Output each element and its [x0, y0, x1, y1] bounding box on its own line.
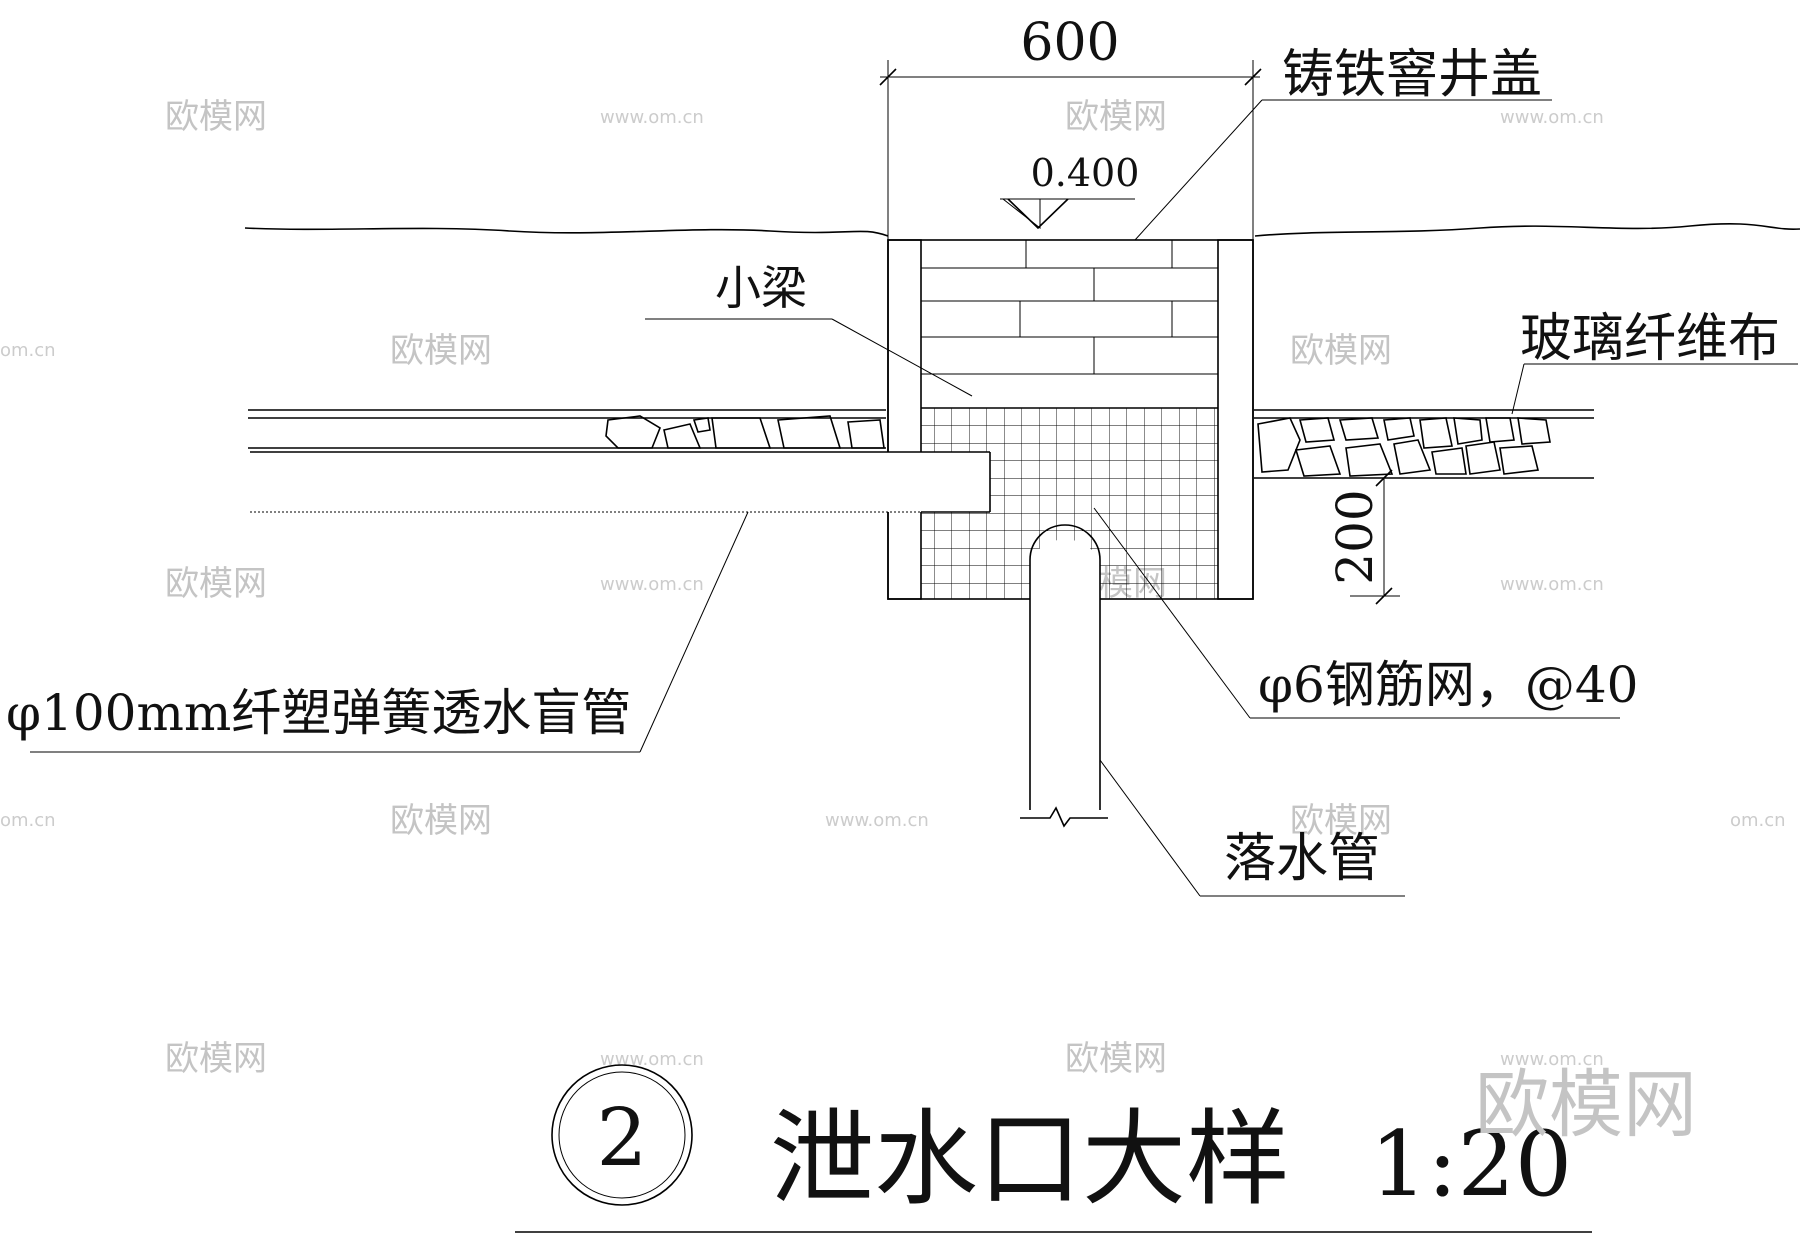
- gravel-right: [1257, 417, 1551, 477]
- downpipe: [1020, 524, 1108, 828]
- ground-surface-right: [1254, 223, 1800, 237]
- label-rebar-mesh: φ6钢筋网，@40: [1093, 507, 1638, 719]
- dimension-200-text: 200: [1326, 489, 1384, 584]
- watermark-site: www.om.cn: [1500, 1049, 1604, 1070]
- title-circle-inner: [558, 1071, 686, 1199]
- label-fabric: 玻璃纤维布: [1511, 309, 1798, 415]
- title-name: 泄水口大样: [770, 1098, 1290, 1220]
- label-blind-pipe: φ100mm纤塑弹簧透水盲管: [6, 511, 749, 753]
- watermark-layer: 欧模网 www.om.cn 欧模网 www.om.cn om.cn 欧模网 欧模…: [0, 97, 1786, 1079]
- title-scale: 1:20: [1370, 1112, 1572, 1217]
- label-beam: 小梁: [645, 261, 973, 397]
- watermark-brand: 欧模网: [1065, 97, 1167, 137]
- watermark-site: om.cn: [1730, 810, 1786, 831]
- dimension-200: 200: [1326, 469, 1400, 605]
- watermark-site: om.cn: [0, 340, 56, 361]
- brick-courses: [921, 240, 1218, 409]
- title-circle-outer: [551, 1064, 693, 1206]
- dimension-600-text: 600: [1020, 13, 1119, 73]
- elevation-text: 0.400: [1031, 151, 1140, 195]
- ground-surface-left: [244, 227, 889, 237]
- gravel-left: [605, 415, 885, 449]
- watermark-site: www.om.cn: [825, 810, 929, 831]
- watermark-brand: 欧模网: [1065, 1039, 1167, 1079]
- pit-wall-right: [1217, 239, 1254, 600]
- watermark-brand: 欧模网: [390, 801, 492, 841]
- left-pavement-layers: [248, 409, 886, 449]
- watermark-site: www.om.cn: [600, 574, 704, 595]
- pit-wall-left: [887, 239, 922, 600]
- watermark-site: om.cn: [0, 810, 56, 831]
- watermark-brand: 欧模网: [165, 97, 267, 137]
- watermark-brand: 欧模网: [165, 564, 267, 604]
- right-pavement-layers: [1254, 409, 1594, 479]
- watermark-site: www.om.cn: [600, 1049, 704, 1070]
- watermark-site: www.om.cn: [1500, 107, 1604, 128]
- watermark-brand-large: 欧模网: [1475, 1062, 1697, 1148]
- watermark-brand: 欧模网: [165, 1039, 267, 1079]
- downpipe-label: 落水管: [1224, 829, 1380, 889]
- watermark-brand: 欧模网: [390, 331, 492, 371]
- label-cover: 铸铁窨井盖: [1134, 45, 1552, 241]
- title-number: 2: [597, 1091, 648, 1184]
- label-downpipe: 落水管: [1099, 759, 1405, 897]
- fabric-label: 玻璃纤维布: [1520, 309, 1780, 369]
- drawing-title: 2 泄水口大样 1:20: [515, 1064, 1592, 1233]
- watermark-brand: 欧模网: [1290, 331, 1392, 371]
- blind-pipe: [250, 451, 991, 513]
- elevation-mark: 0.400: [1000, 151, 1140, 230]
- rebar-mesh-label: φ6钢筋网，@40: [1258, 656, 1638, 714]
- watermark-site: www.om.cn: [1500, 574, 1604, 595]
- beam-label: 小梁: [715, 261, 807, 315]
- dimension-600: 600: [879, 13, 1262, 240]
- blind-pipe-label: φ100mm纤塑弹簧透水盲管: [6, 684, 631, 742]
- watermark-site: www.om.cn: [600, 107, 704, 128]
- watermark-brand: 欧模网: [1290, 801, 1392, 841]
- cover-label: 铸铁窨井盖: [1282, 45, 1542, 105]
